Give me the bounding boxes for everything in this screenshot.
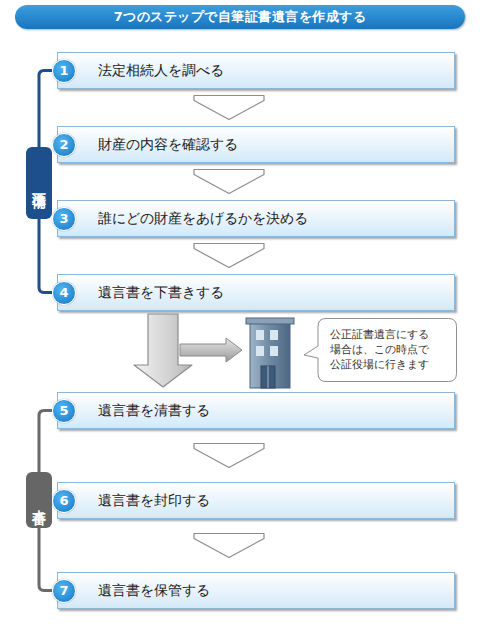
callout-box: 公正証書遺言にする 場合は、この時点で 公証役場に行きます (303, 318, 457, 382)
flow-arrow (194, 170, 264, 194)
group-label-text: 下準備 (30, 182, 48, 185)
step-number: 4 (52, 281, 76, 305)
step-label: 財産の内容を確認する (98, 127, 238, 162)
step-number: 3 (52, 207, 76, 231)
group-label: 下準備 (26, 147, 52, 219)
callout-note: 公正証書遺言にする 場合は、この時点で 公証役場に行きます (330, 327, 434, 372)
step-label: 遺言書を清書する (98, 393, 210, 428)
process-box: 2財産の内容を確認する (57, 126, 455, 163)
flow-arrow (194, 96, 264, 120)
branch-arrow (180, 338, 242, 362)
diagram-title: 7つのステップで自筆証書遺言を作成する (114, 8, 367, 26)
step-number: 5 (52, 399, 76, 423)
office-building (246, 318, 294, 388)
step-number: 6 (52, 489, 76, 513)
step-label: 法定相続人を調べる (98, 53, 224, 88)
step-label: 遺言書を下書きする (98, 275, 224, 310)
title-banner: 7つのステップで自筆証書遺言を作成する (15, 5, 465, 29)
group-label-text: 本番 (30, 499, 48, 501)
process-box: 6遺言書を封印する (57, 482, 455, 519)
step-label: 遺言書を保管する (98, 573, 210, 608)
step-number: 7 (52, 579, 76, 603)
process-box: 5遺言書を清書する (57, 392, 455, 429)
process-box: 7遺言書を保管する (57, 572, 455, 609)
step-number: 1 (52, 59, 76, 83)
step-label: 誰にどの財産をあげるかを決める (98, 201, 308, 236)
process-box: 3誰にどの財産をあげるかを決める (57, 200, 455, 237)
flow-arrow (194, 244, 264, 268)
flow-arrow (194, 444, 264, 468)
process-box: 1法定相続人を調べる (57, 52, 455, 89)
main-flow-arrow (134, 314, 192, 387)
group-label: 本番 (26, 472, 52, 528)
process-box: 4遺言書を下書きする (57, 274, 455, 311)
step-number: 2 (52, 133, 76, 157)
step-label: 遺言書を封印する (98, 483, 210, 518)
callout-shape (304, 319, 457, 382)
flow-arrow (194, 534, 264, 558)
